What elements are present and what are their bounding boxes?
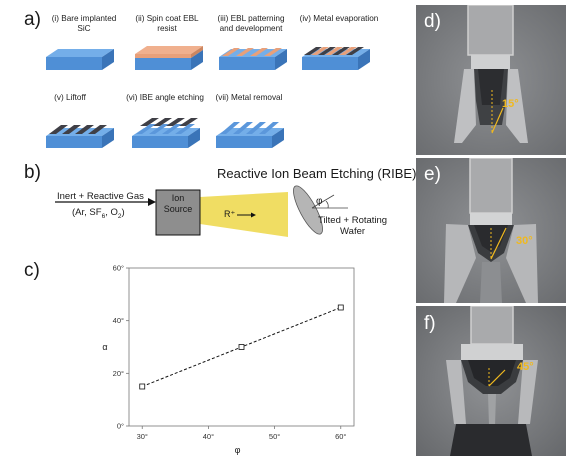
step-2-line1: (ii) Spin coat EBL [135,14,199,23]
y-axis-label: α [102,342,107,352]
step-3-line1: (iii) EBL patterning [217,14,285,23]
gas-label-sub1: 6 [101,212,106,220]
step-4-line1: (iv) Metal evaporation [299,14,379,23]
panel-e-label: e) [424,164,441,185]
sem-image-d [416,5,566,155]
step-1-line2: SiC [77,24,91,33]
step-6-block [132,118,200,148]
step-2-block [135,46,203,70]
gas-arrow-head [148,198,156,206]
data-point-marker [139,383,146,390]
step-3-label: (iii) EBL patterning and development [206,14,296,34]
beam-label: R⁺ [224,209,236,219]
ion-source-label: Ion Source [156,193,200,215]
step-6-line1: (vi) IBE angle etching [126,93,204,102]
panel-d-angle: 15° [502,98,519,110]
angle-chart: 30° 40° 50° 60° 0° 20° 40° 60° φ α [102,264,355,455]
step-2-line2: resist [157,24,177,33]
process-steps-diagram [46,46,370,148]
step-4-block [302,47,370,70]
gas-label-mid: , O [105,207,118,218]
step-7-line1: (vii) Metal removal [215,93,283,102]
y-tick-label: 60° [113,264,124,273]
data-point-marker [238,344,245,350]
x-tick-label: 40° [203,432,214,441]
panel-b-label: b) [24,162,41,183]
gas-label-line2: (Ar, SF6, O2) [72,207,125,220]
wafer-label: Tilted + Rotating Wafer [318,215,387,237]
x-axis-label: φ [235,445,241,455]
angle-arc [325,200,329,209]
step-3-line2: and development [219,24,283,33]
gas-label-sub2: 2 [117,212,122,220]
x-tick-label: 60° [335,432,346,441]
step-1-line1: (i) Bare implanted [51,14,117,23]
wafer-label-line1: Tilted + Rotating [318,215,388,226]
step-3-block [219,48,287,70]
chart-frame [128,267,355,427]
sem-image-d-drawing [416,5,566,155]
panel-a-label: a) [24,9,41,30]
panel-d-label: d) [424,11,441,32]
beam-arrow-head [251,212,256,218]
step-2-label: (ii) Spin coat EBL resist [122,14,212,34]
panel-e-angle: 30° [516,235,533,247]
x-tick-label: 30° [137,432,148,441]
y-tick-label: 0° [117,422,124,431]
ion-source-box [155,189,201,236]
x-tick-label: 50° [269,432,280,441]
ribe-title: Reactive Ion Beam Etching (RIBE) [217,166,417,181]
ribe-diagram [55,185,348,237]
y-tick-label: 40° [113,316,124,325]
ion-source-line2: Source [163,204,193,214]
step-7-block [216,122,284,148]
sem-image-f [416,306,566,456]
panel-c-label: c) [24,260,40,281]
panel-f-label: f) [424,313,436,334]
gas-label-line1: Inert + Reactive Gas [57,191,144,202]
phi-label: φ [316,196,323,207]
step-5-line1: (v) Liftoff [54,93,86,102]
step-5-block [46,125,114,148]
panel-f-angle: 45° [517,361,534,373]
sem-image-e-drawing [416,158,566,303]
wafer-normal-line [311,194,335,209]
wafer-label-line2: Wafer [340,226,366,237]
data-point-marker [337,304,344,311]
sem-image-e [416,158,566,303]
gas-label-end: ) [121,207,125,218]
ion-source-line1: Ion [171,193,185,203]
step-1-block [46,49,114,70]
step-6-label: (vi) IBE angle etching [120,93,210,103]
y-tick-label: 20° [113,369,124,378]
step-7-label: (vii) Metal removal [204,93,294,103]
gas-label-prefix: (Ar, SF [72,207,102,218]
step-4-label: (iv) Metal evaporation [294,14,384,24]
step-1-label: (i) Bare implanted SiC [39,14,129,34]
step-5-label: (v) Liftoff [40,93,100,103]
sem-image-f-drawing [416,306,566,456]
